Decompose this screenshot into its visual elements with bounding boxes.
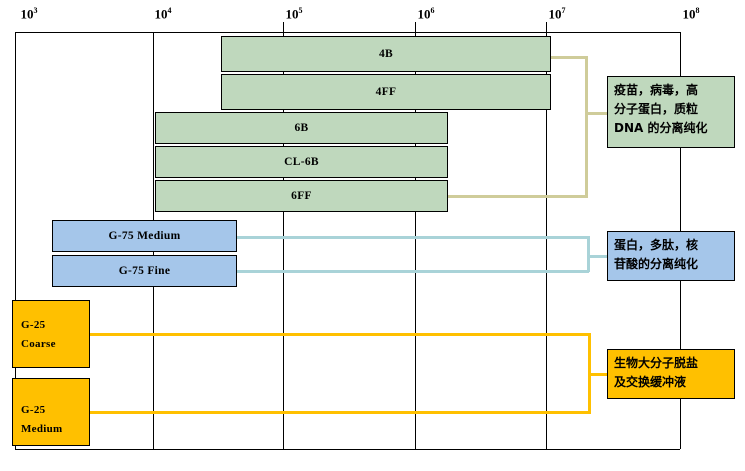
bar-label-g75-fine: G-75 Fine	[118, 265, 171, 277]
connector-blue-to-note	[587, 255, 609, 258]
connector-green-to-note	[585, 112, 609, 115]
bar-label-g75-medium: G-75 Medium	[108, 230, 181, 242]
x-tick-label-2: 104	[154, 6, 172, 22]
bar-label-6b: 6B	[294, 122, 309, 134]
connector-green-vertical	[585, 56, 588, 198]
annotation-green-line2: 分子蛋白，质粒	[614, 102, 699, 116]
annotation-yellow-line1: 生物大分子脱盐	[614, 356, 699, 370]
x-tick-label-6: 108	[682, 6, 700, 22]
bar-label-4b: 4B	[378, 48, 394, 60]
connector-yellow-upper-horizontal	[90, 333, 590, 336]
gridline-5	[546, 32, 547, 449]
gridline-1	[15, 32, 16, 449]
annotation-green-line3: DNA 的分离纯化	[614, 121, 708, 135]
x-tick-stub-3	[283, 22, 284, 32]
connector-blue-upper-horizontal	[237, 236, 589, 239]
connector-blue-lower-horizontal	[237, 270, 589, 273]
x-tick-label-3: 105	[285, 6, 303, 22]
annotation-yellow: 生物大分子脱盐 及交换缓冲液	[607, 349, 735, 399]
connector-blue-vertical	[587, 236, 590, 272]
bar-6ff[interactable]: 6FF	[155, 180, 448, 212]
gridline-4	[415, 32, 416, 449]
x-tick-label-4: 106	[417, 6, 435, 22]
connector-yellow-lower-horizontal	[90, 411, 590, 414]
bar-cl-6b[interactable]: CL-6B	[155, 146, 448, 178]
bar-4b[interactable]: 4B	[221, 36, 551, 72]
x-tick-stub-4	[415, 22, 416, 32]
connector-green-lower-horizontal	[448, 195, 588, 198]
bar-label-cl-6b: CL-6B	[284, 156, 319, 168]
connector-yellow-to-note	[588, 373, 609, 376]
x-tick-label-1: 103	[20, 6, 38, 22]
annotation-blue-line1: 蛋白，多肽，核	[614, 238, 699, 252]
annotation-blue: 蛋白，多肽，核 苷酸的分离纯化	[607, 231, 735, 281]
bar-label-g25-coarse-line1: G-25	[21, 319, 46, 331]
bar-label-4ff: 4FF	[375, 86, 397, 98]
plot-bottom-border	[15, 449, 680, 450]
x-axis-line	[15, 32, 680, 33]
annotation-blue-line2: 苷酸的分离纯化	[614, 257, 699, 271]
bar-g25-coarse[interactable]: G-25 Coarse	[12, 300, 90, 368]
bar-label-6ff: 6FF	[291, 190, 312, 202]
annotation-yellow-line2: 及交换缓冲液	[614, 375, 687, 389]
gridline-3	[283, 32, 284, 449]
x-tick-label-5: 107	[548, 6, 566, 22]
bar-g75-medium[interactable]: G-75 Medium	[52, 220, 237, 252]
bar-g75-fine[interactable]: G-75 Fine	[52, 255, 237, 287]
bar-6b[interactable]: 6B	[155, 112, 448, 144]
annotation-green: 疫苗，病毒，高 分子蛋白，质粒 DNA 的分离纯化	[607, 76, 735, 148]
annotation-green-line1: 疫苗，病毒，高	[614, 83, 699, 97]
bar-g25-medium[interactable]: G-25 Medium	[12, 378, 90, 446]
bar-label-g25-medium-line1: G-25	[21, 404, 46, 416]
bar-label-g25-coarse-line2: Coarse	[21, 338, 56, 350]
connector-green-upper-horizontal	[551, 56, 588, 59]
bar-label-g25-medium-line2: Medium	[21, 423, 63, 435]
x-tick-stub-5	[546, 22, 547, 32]
bar-4ff[interactable]: 4FF	[221, 74, 551, 110]
